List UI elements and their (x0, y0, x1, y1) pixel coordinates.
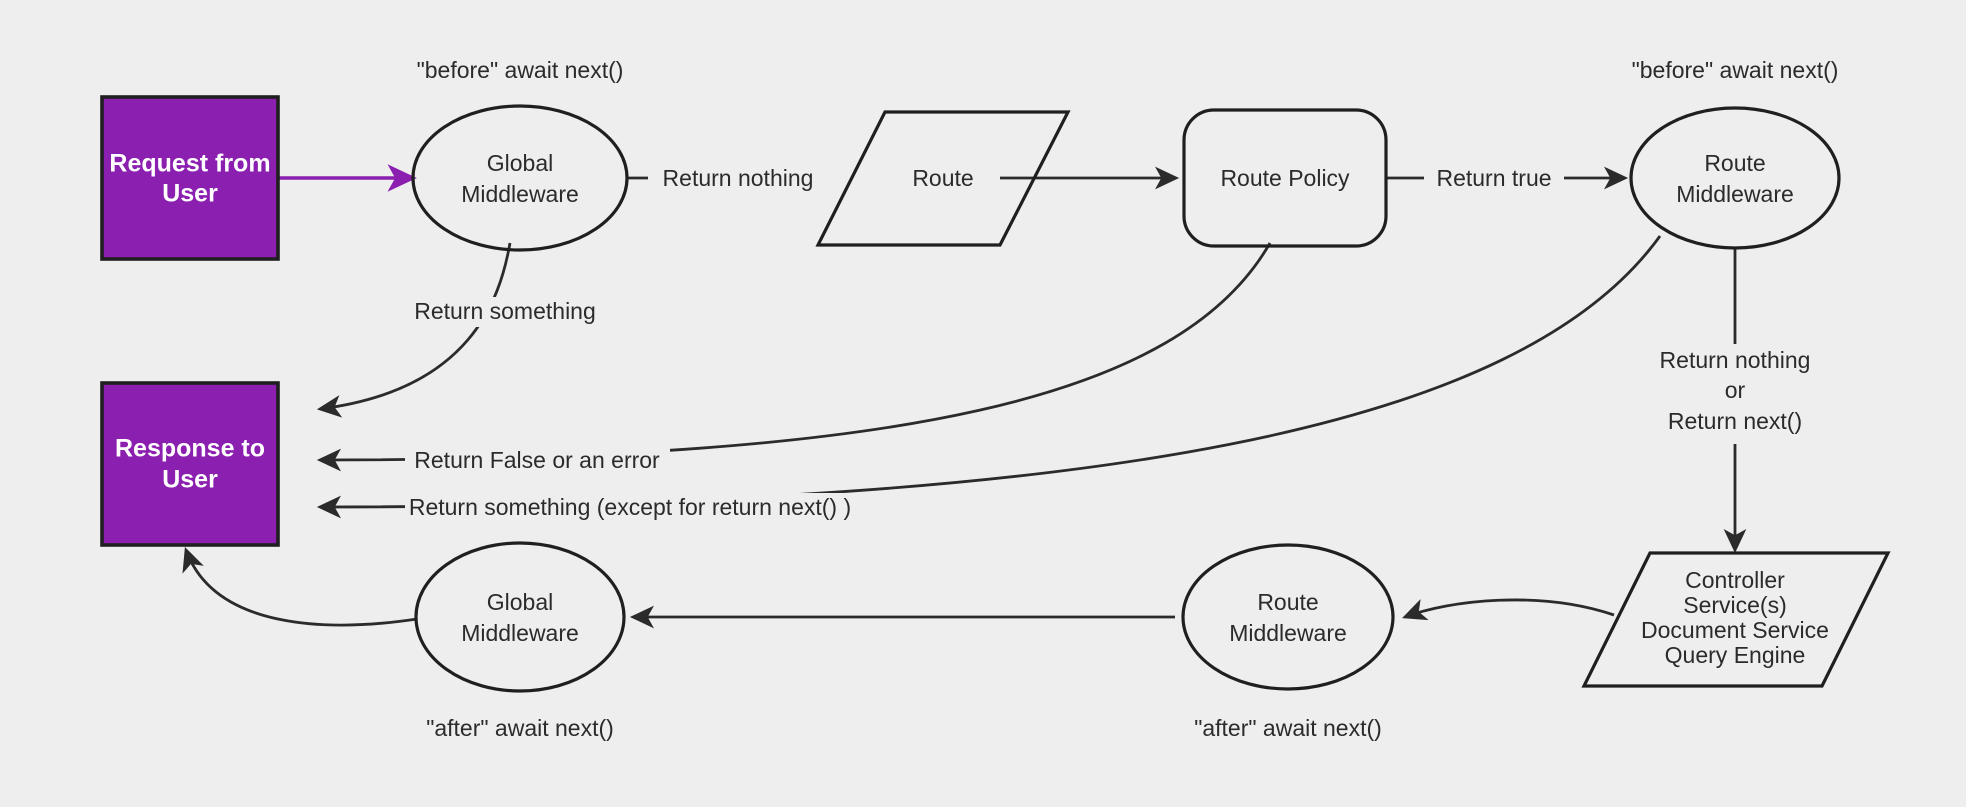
request-from-user-label-line2: User (162, 180, 218, 208)
edge-controller-to-route-middleware-after (1402, 598, 1615, 621)
global-middleware-before-label-line2: Middleware (461, 181, 579, 207)
node-route-policy[interactable]: Route Policy (1182, 108, 1388, 248)
edge-label-return-false-or-error: Return False or an error (414, 447, 660, 473)
response-to-user-label-line1: Response to (115, 435, 265, 463)
global-middleware-after-label-line2: Middleware (461, 620, 579, 646)
node-controller[interactable]: Controller Service(s) Document Service Q… (1581, 551, 1891, 688)
response-to-user-label-line2: User (162, 466, 218, 494)
controller-label-line4: Query Engine (1665, 642, 1806, 668)
edge-label-return-nothing-or-next-line2: or (1725, 377, 1746, 403)
node-global-middleware-before[interactable]: Global Middleware (411, 104, 629, 252)
edge-label-return-nothing-or-next-line3: Return next() (1668, 408, 1802, 434)
annotation-after-await-next-global: "after" await next() (426, 715, 614, 741)
controller-label-line3: Document Service (1641, 617, 1829, 643)
node-response-to-user[interactable]: Response to User (100, 381, 280, 547)
node-route-middleware-after[interactable]: Route Middleware (1181, 543, 1395, 691)
route-parallelogram[interactable] (815, 110, 1071, 247)
edge-label-return-something-top: Return something (414, 298, 596, 324)
edge-label-return-true: Return true (1436, 165, 1551, 191)
route-middleware-after-label-line2: Middleware (1229, 620, 1347, 646)
edge-route-policy-to-response (316, 242, 1272, 472)
route-middleware-before-label-line1: Route (1704, 150, 1765, 176)
route-middleware-before-ellipse[interactable] (1629, 106, 1841, 250)
edge-global-middleware-after-to-response (182, 547, 418, 627)
route-middleware-before-label-line2: Middleware (1676, 181, 1794, 207)
response-to-user-box[interactable] (100, 381, 280, 547)
node-global-middleware-after[interactable]: Global Middleware (414, 541, 626, 693)
annotation-after-await-next-route: "after" await next() (1194, 715, 1382, 741)
node-route[interactable]: Route (815, 110, 1071, 247)
route-middleware-after-label-line1: Route (1257, 589, 1318, 615)
edge-label-return-nothing-or-next-line1: Return nothing (1660, 347, 1811, 373)
edge-global-middleware-to-response (316, 242, 512, 418)
controller-parallelogram[interactable] (1581, 551, 1891, 688)
edge-label-return-nothing: Return nothing (663, 165, 814, 191)
request-from-user-label-line1: Request from (109, 150, 270, 178)
node-request-from-user[interactable]: Request from User (100, 95, 280, 261)
request-from-user-box[interactable] (100, 95, 280, 261)
global-middleware-before-ellipse[interactable] (411, 104, 629, 252)
route-middleware-after-ellipse[interactable] (1181, 543, 1395, 691)
controller-label-line2: Service(s) (1683, 592, 1787, 618)
global-middleware-before-label-line1: Global (487, 150, 553, 176)
node-route-middleware-before[interactable]: Route Middleware (1629, 106, 1841, 250)
global-middleware-after-label-line1: Global (487, 589, 553, 615)
annotation-before-await-next-global: "before" await next() (417, 57, 624, 83)
route-label: Route (912, 165, 973, 191)
route-policy-label: Route Policy (1220, 165, 1350, 191)
global-middleware-after-ellipse[interactable] (414, 541, 626, 693)
edge-label-return-something-except: Return something (except for return next… (409, 494, 851, 520)
annotation-before-await-next-route: "before" await next() (1632, 57, 1839, 83)
route-policy-box[interactable] (1182, 108, 1388, 248)
controller-label-line1: Controller (1685, 567, 1785, 593)
